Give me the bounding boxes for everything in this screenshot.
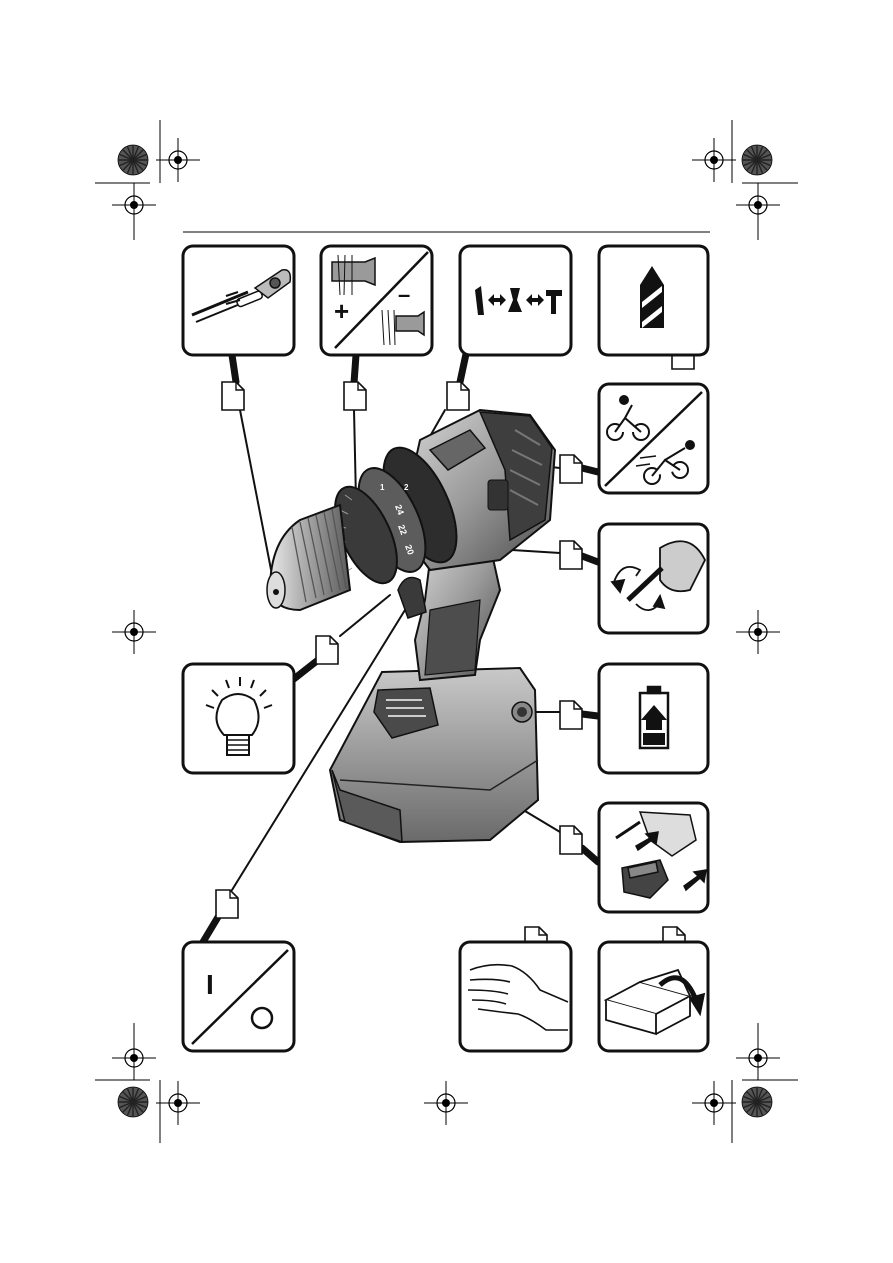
minus-label: – xyxy=(398,282,410,307)
panel-work-light xyxy=(183,664,294,773)
panel-battery-swap xyxy=(599,803,708,912)
panel-packaging xyxy=(599,942,708,1051)
gear-number: 2 xyxy=(404,483,409,492)
battery-charge-icon xyxy=(640,687,668,748)
panel-rotation-direction xyxy=(599,524,708,633)
panel-screw-direction: + – xyxy=(321,246,432,355)
panel-gear-speed xyxy=(599,384,708,493)
panel-bit-change xyxy=(183,246,294,355)
panel-hand-grip xyxy=(460,942,571,1051)
panel-drill-bit xyxy=(599,246,708,355)
cordless-drill-icon: 24 22 20 1 2 xyxy=(267,410,555,842)
panel-battery-charge xyxy=(599,664,708,773)
on-label: I xyxy=(206,969,214,1000)
gear-number: 1 xyxy=(380,483,385,492)
panel-mode-select xyxy=(460,246,571,355)
plus-label: + xyxy=(334,296,349,326)
panel-on-off: I xyxy=(183,942,294,1051)
